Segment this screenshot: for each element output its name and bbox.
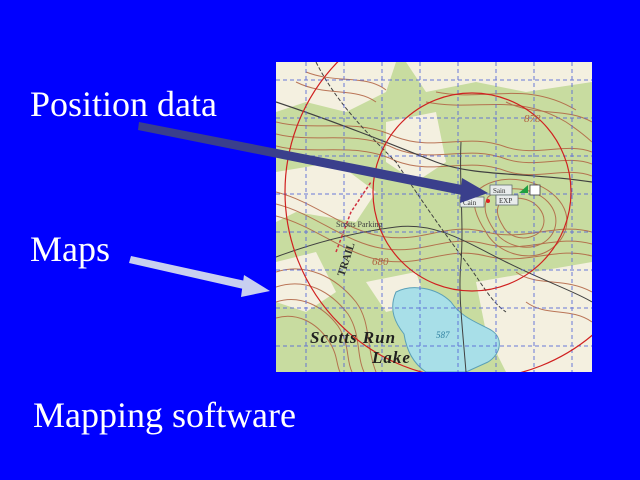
lake-elevation: 587 [436,330,450,340]
waypoint-flag [519,185,528,193]
topographic-map: Sain EXP Cain 878 680 Scotts Parking TRA… [276,62,592,372]
waypoint-square [529,184,541,196]
label-mapping-software: Mapping software [33,395,296,435]
position-dot [486,199,490,203]
contour-elevation-label: 680 [372,256,389,268]
place-label: Scotts Parking [336,220,382,229]
waypoint-label-2: EXP [499,197,512,205]
lake [392,287,500,372]
waypoint-box-2 [495,194,519,206]
waypoint-label-1: Sain [493,187,506,195]
lake-name-line-1: Scotts Run [310,328,396,347]
label-position-data: Position data [30,84,217,124]
lake-name-line-2: Lake [371,348,411,367]
spot-elevation: 878 [524,113,541,125]
waypoint-label-3: Cain [463,199,477,207]
label-maps: Maps [30,229,110,269]
